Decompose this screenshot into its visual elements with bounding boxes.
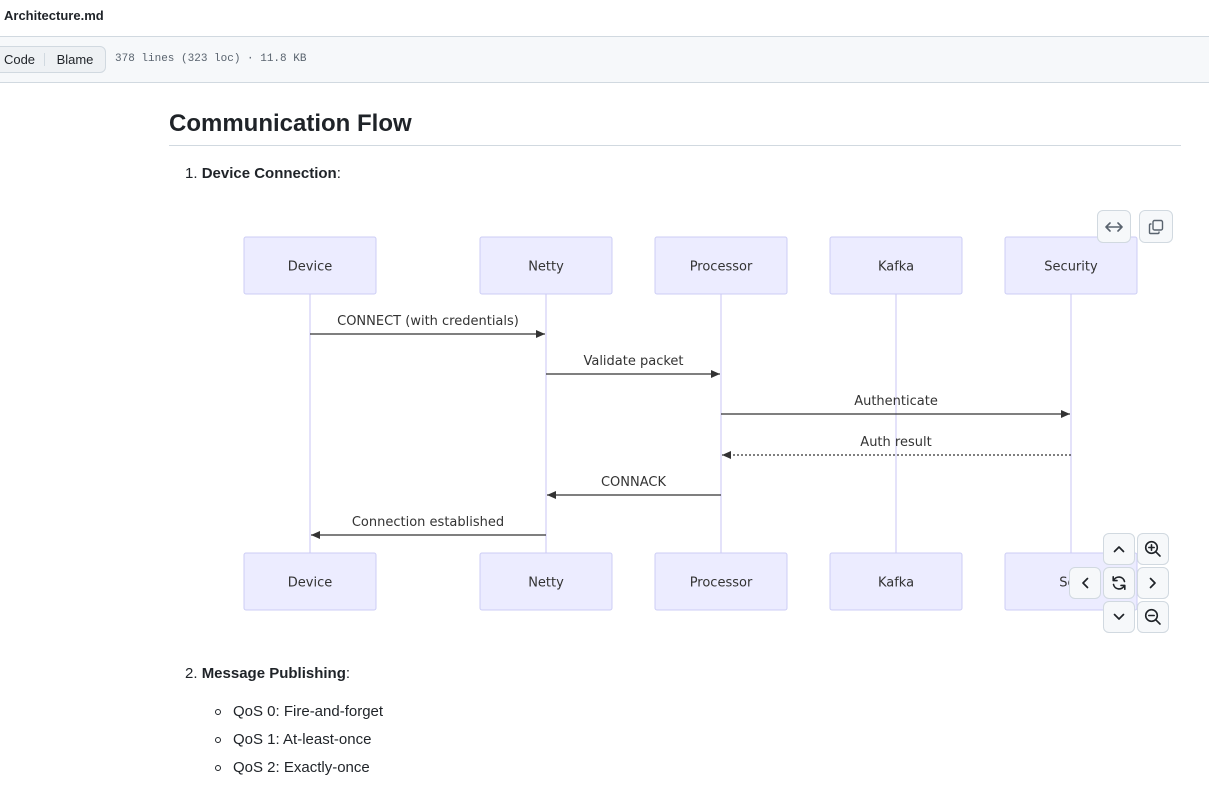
participant-label-bottom-kafka: Kafka — [878, 576, 914, 591]
file-toolbar: Code Blame — [0, 37, 1209, 83]
pan-down-icon — [1113, 613, 1125, 620]
participant-label-bottom-device: Device — [288, 576, 332, 591]
zoom-in-icon — [1144, 540, 1161, 557]
list-item: QoS 0: Fire-and-forget — [215, 703, 383, 731]
bullet-icon — [215, 737, 221, 743]
pan-right-icon — [1149, 577, 1156, 589]
view-mode-switch: Code Blame — [0, 46, 106, 73]
pan-right-button[interactable] — [1137, 567, 1169, 599]
step-suffix: : — [345, 665, 351, 682]
participant-label-top-processor: Processor — [690, 260, 753, 275]
bullet-icon — [215, 765, 221, 771]
step-number: 1. — [185, 165, 198, 182]
message-label-connect-with-credentials: CONNECT (with credentials) — [337, 314, 519, 329]
fullscreen-icon — [1105, 221, 1123, 232]
file-meta: 378 lines (323 loc) · 11.8 KB — [115, 53, 307, 65]
participant-box-bottom-netty — [479, 552, 613, 611]
zoom-in-button[interactable] — [1137, 533, 1169, 565]
fullscreen-button[interactable] — [1097, 210, 1131, 243]
participant-box-bottom-processor — [654, 552, 788, 611]
file-header: Architecture.md — [0, 0, 1209, 37]
participant-label-bottom-processor: Processor — [690, 576, 753, 591]
qos-0-text: QoS 0: Fire-and-forget — [233, 703, 384, 720]
file-name: Architecture.md — [4, 8, 104, 23]
step-suffix: : — [336, 165, 341, 182]
participant-label-top-kafka: Kafka — [878, 260, 914, 275]
message-label-auth-result: Auth result — [860, 435, 931, 450]
segment-divider — [44, 53, 45, 66]
section-heading: Communication Flow — [169, 110, 412, 137]
participant-box-top-processor — [654, 236, 788, 295]
copy-button[interactable] — [1139, 210, 1173, 243]
zoom-out-icon — [1144, 608, 1161, 625]
list-item: QoS 1: At-least-once — [215, 731, 383, 759]
reset-icon — [1112, 576, 1126, 590]
message-label-connack: CONNACK — [601, 475, 667, 490]
participant-label-top-netty: Netty — [528, 260, 564, 275]
qos-2-text: QoS 2: Exactly-once — [233, 759, 370, 776]
step-title: Device Connection — [201, 165, 337, 182]
file-title: Architecture.md — [4, 8, 104, 23]
participant-box-top-kafka — [829, 236, 963, 295]
message-label-connection-established: Connection established — [352, 515, 504, 530]
pan-left-button[interactable] — [1069, 567, 1101, 599]
code-button[interactable]: Code — [3, 52, 36, 67]
participant-label-bottom-netty: Netty — [528, 576, 564, 591]
step-title: Message Publishing — [201, 665, 346, 682]
participant-box-top-security — [1004, 236, 1138, 295]
pan-down-button[interactable] — [1103, 601, 1135, 633]
qos-1-text: QoS 1: At-least-once — [233, 731, 372, 748]
reset-view-button[interactable] — [1103, 567, 1135, 599]
pan-left-icon — [1082, 577, 1089, 589]
participant-box-bottom-device — [243, 552, 377, 611]
zoom-out-button[interactable] — [1137, 601, 1169, 633]
participant-box-top-netty — [479, 236, 613, 295]
message-label-validate-packet: Validate packet — [583, 354, 683, 369]
participant-label-top-device: Device — [288, 260, 332, 275]
participant-box-top-device — [243, 236, 377, 295]
copy-icon — [1148, 219, 1164, 234]
pan-up-button[interactable] — [1103, 533, 1135, 565]
bullet-icon — [215, 709, 221, 715]
step-message-publishing: 2. Message Publishing: — [185, 665, 350, 682]
qos-list: QoS 0: Fire-and-forget QoS 1: At-least-o… — [215, 703, 383, 787]
step-number: 2. — [185, 665, 198, 682]
step-device-connection: 1. Device Connection: — [185, 165, 341, 182]
list-item: QoS 2: Exactly-once — [215, 759, 383, 787]
participant-box-bottom-kafka — [829, 552, 963, 611]
blame-button[interactable]: Blame — [56, 52, 94, 67]
participant-label-top-security: Security — [1044, 260, 1098, 275]
message-label-authenticate: Authenticate — [854, 394, 938, 409]
heading-divider — [169, 145, 1181, 146]
pan-up-icon — [1113, 546, 1125, 553]
